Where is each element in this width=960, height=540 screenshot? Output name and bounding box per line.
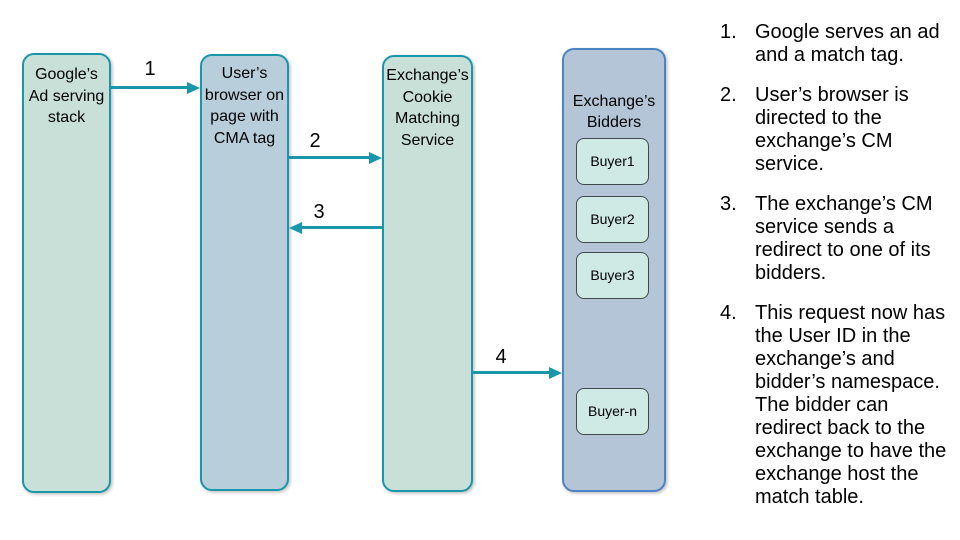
step-1-number: 1. <box>720 21 737 43</box>
step-item-1: 1. Google serves an ad and a match tag. <box>720 21 952 67</box>
step-2-text: User’s browser is directed to the exchan… <box>755 84 909 175</box>
arrow-4-label: 4 <box>495 346 507 368</box>
node-user-browser: User’s browser on page with CMA tag <box>200 54 289 491</box>
step-item-3: 3. The exchange’s CM service sends a red… <box>720 193 952 285</box>
step-1-text: Google serves an ad and a match tag. <box>755 21 940 66</box>
arrow-3-cm-to-browser <box>302 226 382 229</box>
step-4-text: This request now has the User ID in the … <box>755 302 947 508</box>
buyer2-box: Buyer2 <box>576 196 649 243</box>
step-3-number: 3. <box>720 193 737 215</box>
buyer3-box: Buyer3 <box>576 252 649 299</box>
arrow-2-label: 2 <box>309 130 321 152</box>
step-4-number: 4. <box>720 302 737 324</box>
arrow-1-label: 1 <box>144 58 156 80</box>
step-3-text: The exchange’s CM service sends a redire… <box>755 193 933 284</box>
arrow-4-cm-to-bidders <box>473 371 549 374</box>
buyer-n-box: Buyer-n <box>576 388 649 435</box>
step-item-2: 2. User’s browser is directed to the exc… <box>720 84 952 176</box>
node-google-ad-stack: Google’s Ad serving stack <box>22 53 111 493</box>
buyer1-box: Buyer1 <box>576 138 649 185</box>
step-list: 1. Google serves an ad and a match tag. … <box>720 21 952 526</box>
arrow-3-label: 3 <box>313 201 325 223</box>
node-exchange-bidders: Exchange’s Bidders Buyer1 Buyer2 Buyer3 … <box>562 48 666 492</box>
step-item-4: 4. This request now has the User ID in t… <box>720 302 952 509</box>
node-exchange-bidders-label: Exchange’s Bidders <box>572 92 656 132</box>
node-cookie-matching-service: Exchange’s Cookie Matching Service <box>382 55 473 492</box>
step-2-number: 2. <box>720 84 737 106</box>
arrow-1-google-to-browser <box>111 86 187 89</box>
arrow-2-browser-to-cm <box>289 156 369 159</box>
